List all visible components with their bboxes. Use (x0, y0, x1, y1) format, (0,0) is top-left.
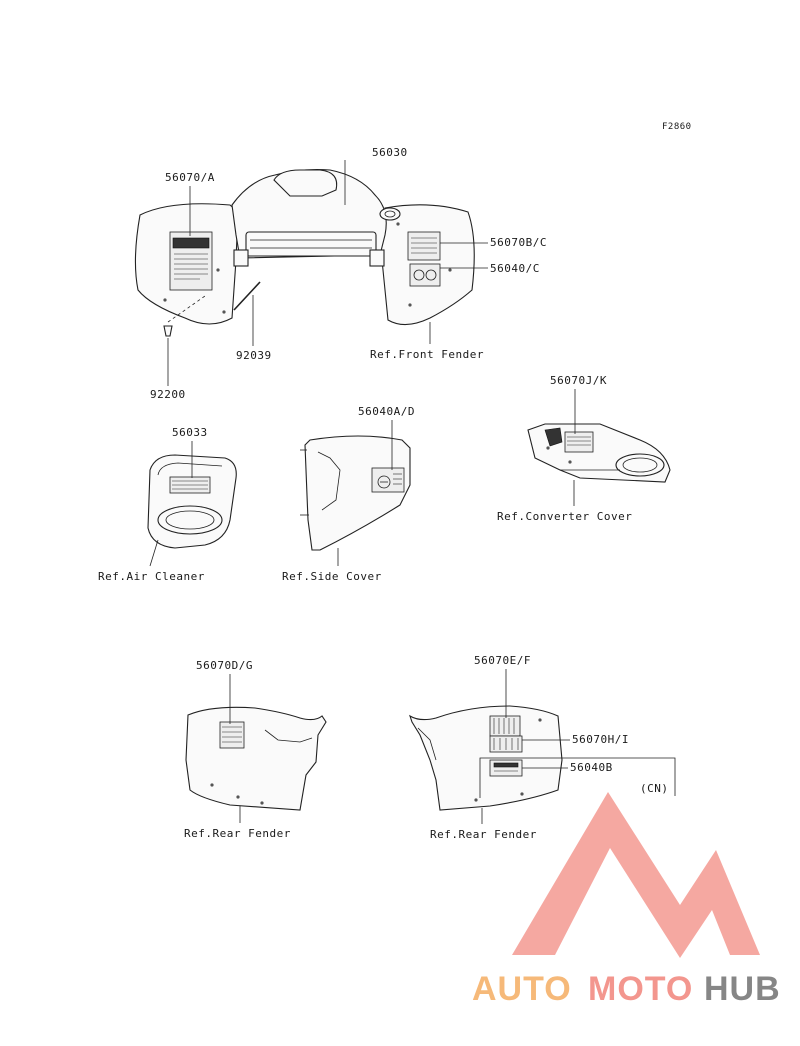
figure-code: F2860 (662, 122, 692, 132)
callout-56040b: 56040B (570, 761, 613, 774)
watermark-hub: HUB (704, 970, 781, 1008)
watermark-logo: AUTO MOTO HUB (472, 792, 781, 1008)
callout-56070-a: 56070/A (165, 171, 215, 184)
callout-92200: 92200 (150, 388, 186, 401)
watermark-auto: AUTO (472, 970, 572, 1008)
ref-front-fender: Ref.Front Fender (370, 348, 484, 361)
ref-side-cover: Ref.Side Cover (282, 570, 382, 583)
callout-56070d-g: 56070D/G (196, 659, 253, 672)
converter-cover-drawing (527, 423, 671, 483)
callout-56070h-i: 56070H/I (572, 733, 629, 746)
ref-rear-fender-left: Ref.Rear Fender (184, 827, 291, 840)
callout-56070e-f: 56070E/F (474, 654, 531, 667)
watermark-moto: MOTO (588, 970, 693, 1008)
left-rear-fender-drawing (185, 706, 327, 811)
callout-56040-c: 56040/C (490, 262, 540, 275)
callout-cn: (CN) (640, 782, 669, 795)
callout-56033: 56033 (172, 426, 208, 439)
watermark-triangle-icon (512, 792, 760, 958)
air-cleaner-drawing (147, 454, 237, 549)
callout-92039: 92039 (236, 349, 272, 362)
ref-converter-cover: Ref.Converter Cover (497, 510, 632, 523)
side-cover-drawing (300, 435, 411, 551)
callout-56030: 56030 (372, 146, 408, 159)
front-fender-drawing (134, 169, 475, 337)
callout-56040a-d: 56040A/D (358, 405, 415, 418)
ref-air-cleaner: Ref.Air Cleaner (98, 570, 205, 583)
ref-rear-fender-right: Ref.Rear Fender (430, 828, 537, 841)
callout-56070j-k: 56070J/K (550, 374, 607, 387)
callout-56070b-c: 56070B/C (490, 236, 547, 249)
